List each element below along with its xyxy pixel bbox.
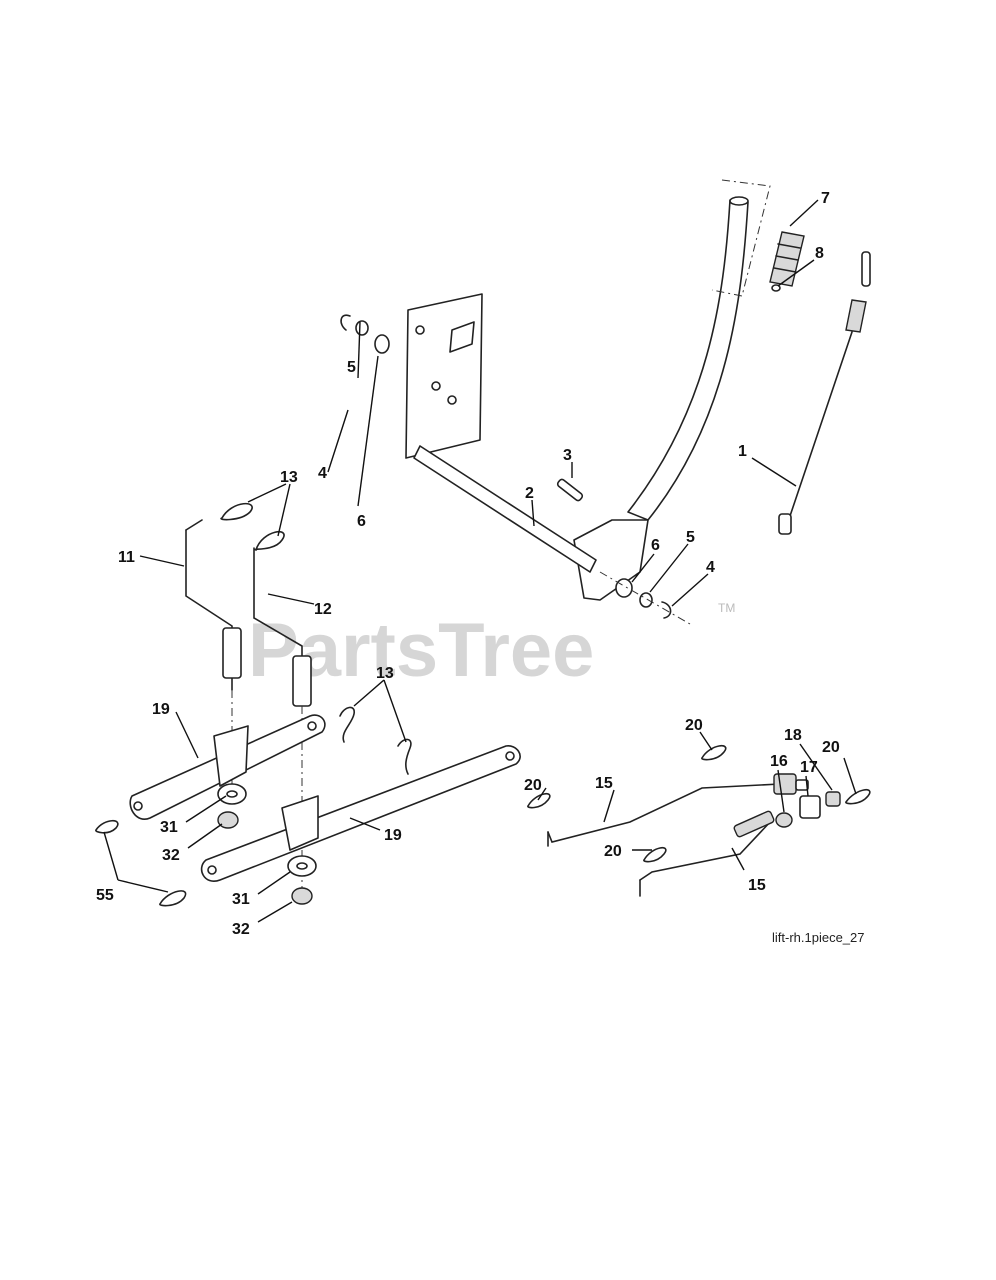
callout-7: 7 xyxy=(821,190,830,207)
callout-3: 3 xyxy=(563,447,572,464)
callout-11: 11 xyxy=(118,549,135,566)
callout-17: 17 xyxy=(800,759,818,776)
diagram-reference-code: lift-rh.1piece_27 xyxy=(772,930,865,945)
lift-arm-lower xyxy=(200,745,521,882)
watermark-tm: TM xyxy=(718,601,735,615)
callout-20-right: 20 xyxy=(822,739,840,756)
nut-18 xyxy=(825,791,841,807)
callout-32-lower: 32 xyxy=(232,921,250,938)
callout-12: 12 xyxy=(314,601,332,618)
callout-19-upper: 19 xyxy=(152,701,170,718)
callout-15-upper: 15 xyxy=(595,775,613,792)
callout-5-left: 5 xyxy=(347,359,356,376)
callout-20-bottom: 20 xyxy=(604,843,622,860)
callout-5-right: 5 xyxy=(686,529,695,546)
callout-55: 55 xyxy=(96,887,114,904)
leader-lines xyxy=(103,199,857,923)
callout-18: 18 xyxy=(784,727,802,744)
hairpin-cotter-13d xyxy=(397,738,412,775)
callout-2: 2 xyxy=(525,485,534,502)
callout-8: 8 xyxy=(815,245,824,262)
callout-32-upper: 32 xyxy=(162,847,180,864)
lift-arm-upper xyxy=(129,714,326,820)
hairpin-cotter-13c xyxy=(339,706,355,743)
bushing-right xyxy=(615,578,633,598)
adjust-rod-lower xyxy=(639,810,775,897)
callout-31-lower: 31 xyxy=(232,891,250,908)
callout-20-top: 20 xyxy=(685,717,703,734)
callout-4-left: 4 xyxy=(318,465,327,482)
lift-link-left xyxy=(185,519,242,691)
lever-grip xyxy=(769,231,805,287)
nut-16 xyxy=(775,812,793,828)
lift-lever-handle xyxy=(573,196,749,601)
hairpin-cotter-20d xyxy=(643,847,667,863)
lever-grip-pin xyxy=(771,284,781,292)
washer-left xyxy=(355,320,369,336)
callout-6-left: 6 xyxy=(357,513,366,530)
bushing-left xyxy=(374,334,390,354)
trunnion-17 xyxy=(799,795,821,819)
callout-20-left: 20 xyxy=(524,777,542,794)
hairpin-cotter-13b xyxy=(254,531,285,552)
callout-16: 16 xyxy=(770,753,788,770)
callout-1: 1 xyxy=(738,443,747,460)
callout-4-right: 4 xyxy=(706,559,715,576)
hairpin-cotter-55a xyxy=(95,819,119,834)
cross-shaft xyxy=(413,445,597,573)
callout-31-upper: 31 xyxy=(160,819,178,836)
hairpin-cotter-20a xyxy=(701,745,727,761)
callout-19-lower: 19 xyxy=(384,827,402,844)
e-clip-left xyxy=(340,314,351,331)
callout-15-lower: 15 xyxy=(748,877,766,894)
adjust-rod-upper xyxy=(547,783,781,847)
nut-32a xyxy=(217,811,239,829)
mounting-bracket xyxy=(405,293,483,459)
spacer-31a-hole xyxy=(226,790,238,798)
callout-13-top: 13 xyxy=(280,469,298,486)
nut-32b xyxy=(291,887,313,905)
e-clip-right xyxy=(661,601,672,619)
hairpin-cotter-55b xyxy=(159,890,187,907)
callouts: 7 8 1 5 4 6 3 2 6 5 4 13 11 12 13 19 31 … xyxy=(96,190,840,938)
clevis-pin xyxy=(556,478,584,502)
handle-grip-outline xyxy=(711,179,771,297)
hairpin-cotter-20b xyxy=(527,793,551,809)
hairpin-cotter-20c xyxy=(845,789,871,805)
spacer-31b-hole xyxy=(296,862,308,870)
callout-6-right: 6 xyxy=(651,537,660,554)
lift-link-right xyxy=(253,547,312,707)
hairpin-cotter-13a xyxy=(220,502,253,521)
callout-13-mid: 13 xyxy=(376,665,394,682)
lift-cable xyxy=(778,251,871,535)
washer-right xyxy=(639,592,653,608)
